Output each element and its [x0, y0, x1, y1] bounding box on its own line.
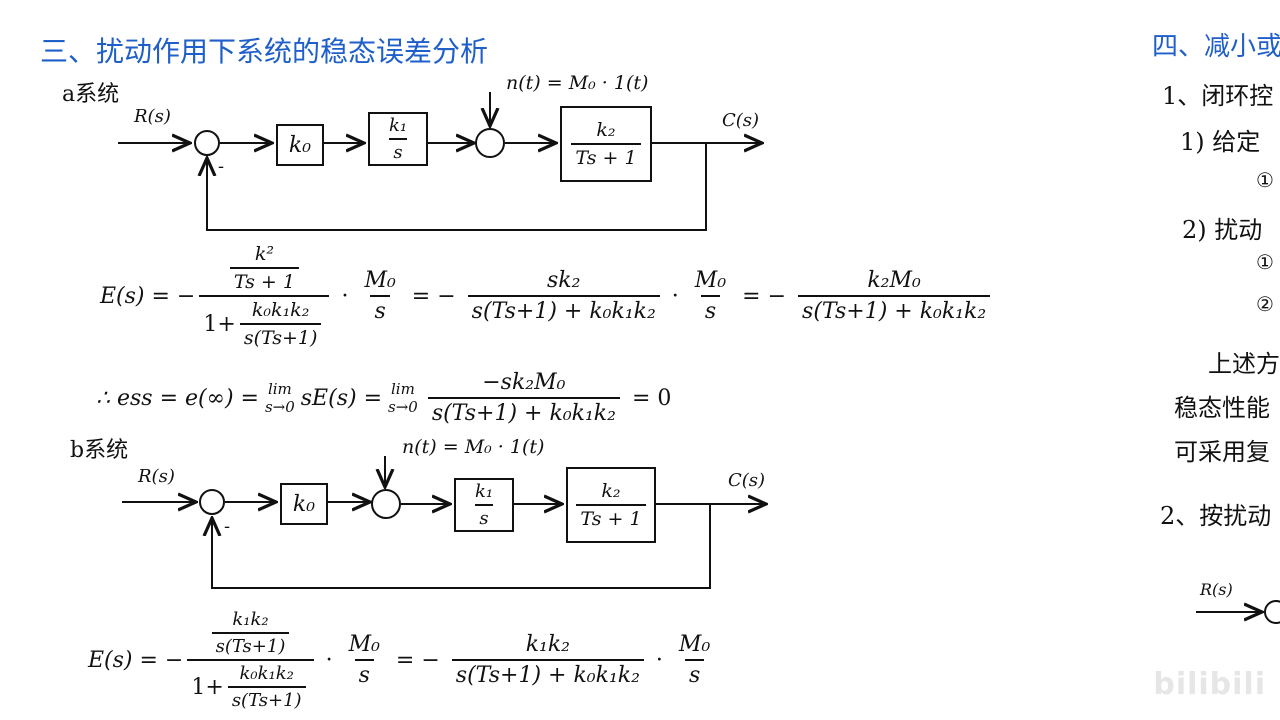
sidebar-para-3: 可采用复 [1174, 438, 1270, 466]
b-feedback-path [211, 504, 711, 589]
a-sum-junction-1 [194, 130, 220, 156]
sidebar-item-1: 1、闭环控 [1162, 82, 1274, 110]
sidebar-item-1-2: 2) 扰动 [1182, 216, 1263, 244]
a-input-label: R(s) [134, 106, 171, 127]
sidebar-circle-3: ② [1256, 292, 1274, 316]
sidebar-para-1: 上述方 [1208, 350, 1280, 378]
system-a-label: a系统 [62, 82, 120, 107]
b-disturbance-label: n(t) = M₀ · 1(t) [402, 436, 545, 458]
section-title: 三、扰动作用下系统的稳态误差分析 [40, 35, 489, 68]
a-block-k0: k₀ [276, 124, 324, 166]
right-notes-cutoff: 四、减小或 1、闭环控 1) 给定 ① 2) 扰动 ① ② 上述方 稳态性能 可… [1150, 0, 1280, 720]
a-output-label: C(s) [722, 110, 760, 131]
b-input-label: R(s) [138, 466, 175, 487]
b-output-label: C(s) [728, 470, 766, 491]
sidebar-input-label: R(s) [1200, 580, 1233, 599]
a-disturbance-label: n(t) = M₀ · 1(t) [506, 72, 649, 94]
b-minus-sign: - [224, 516, 231, 537]
a-minus-sign: - [218, 156, 225, 177]
bilibili-watermark: bilibili [1153, 667, 1266, 702]
b-block-k0: k₀ [280, 483, 328, 525]
a-feedback-path [206, 143, 707, 231]
sidebar-heading: 四、减小或 [1152, 32, 1280, 62]
sidebar-para-2: 稳态性能 [1174, 394, 1270, 422]
sidebar-circle-2: ① [1256, 250, 1274, 274]
sidebar-circle-1: ① [1256, 168, 1274, 192]
system-b-label: b系统 [70, 438, 129, 463]
b-sum-junction-2 [371, 489, 401, 519]
sidebar-item-2: 2、按扰动 [1160, 502, 1272, 530]
a-sum-junction-2 [475, 128, 505, 158]
b-sum-junction-1 [199, 489, 225, 515]
sidebar-item-1-1: 1) 给定 [1180, 128, 1261, 156]
